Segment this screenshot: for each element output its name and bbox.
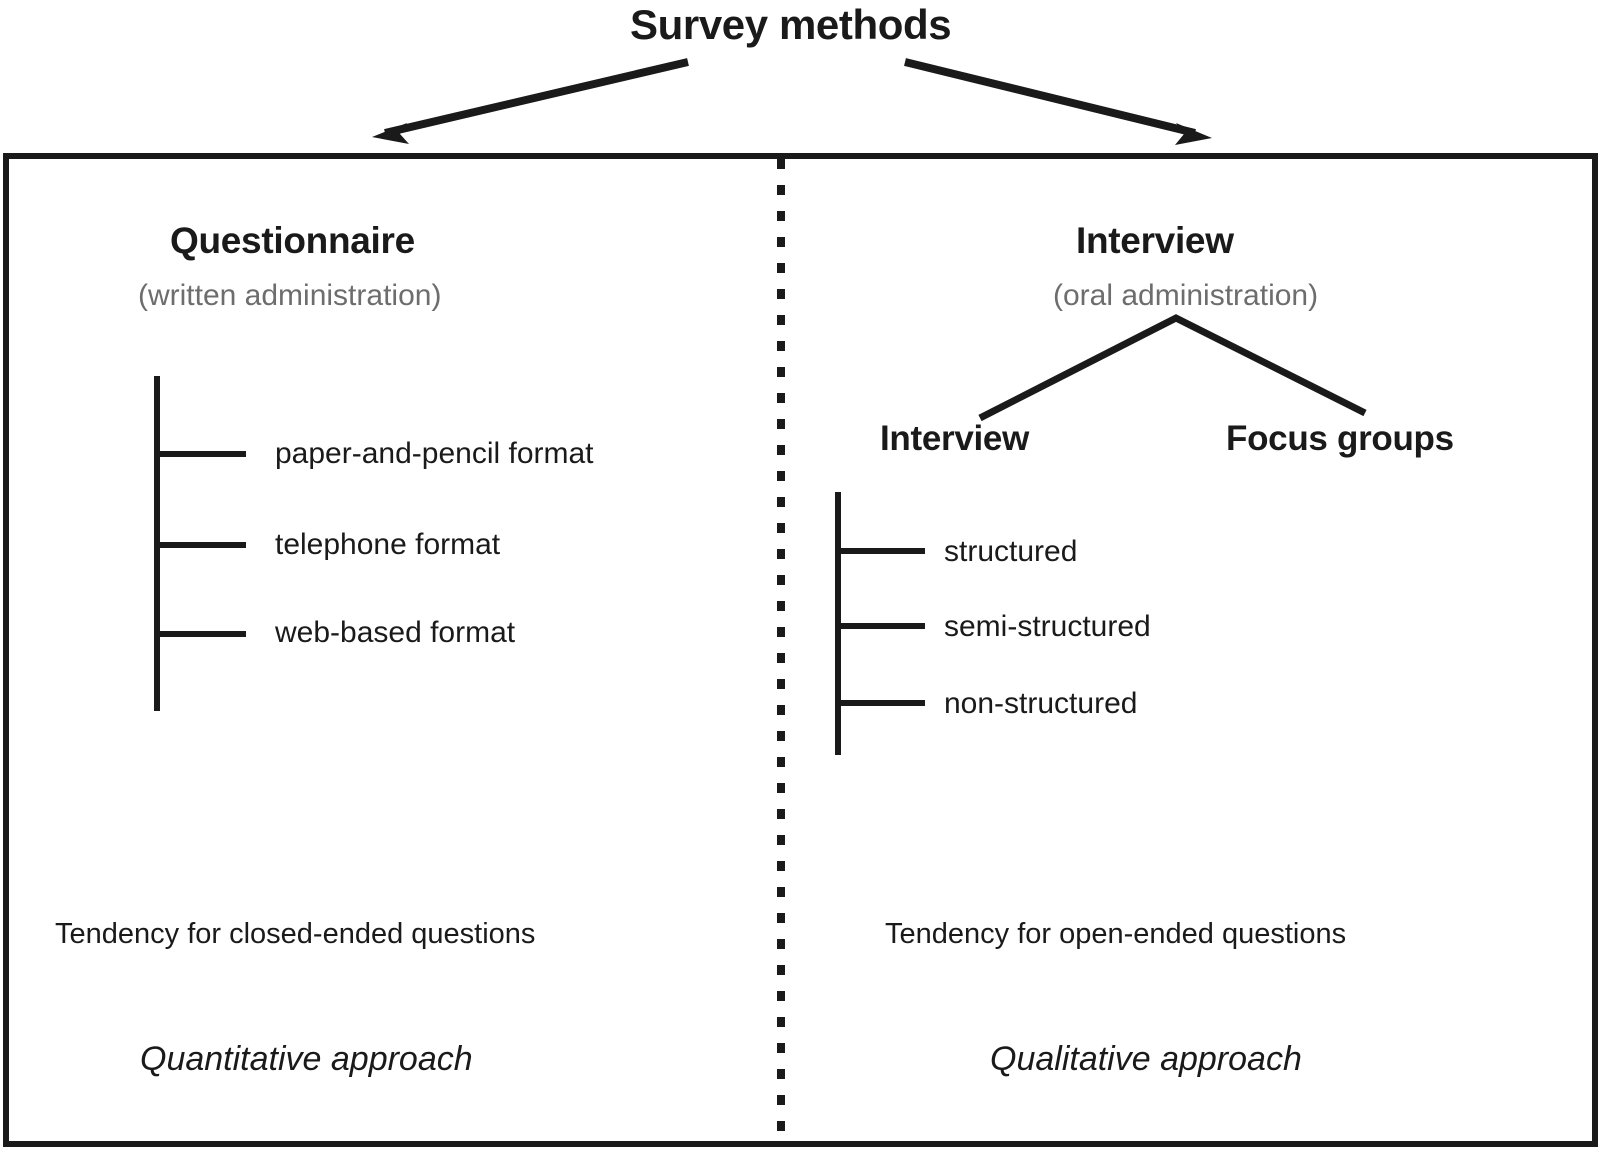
questionnaire-tendency: Tendency for closed-ended questions <box>55 918 536 950</box>
interview-child-interview: Interview <box>880 419 1030 458</box>
interview-item-structured: structured <box>944 535 1078 568</box>
quantitative-approach-label: Quantitative approach <box>140 1040 473 1078</box>
questionnaire-bracket <box>154 376 246 711</box>
interview-item-non-structured: non-structured <box>944 687 1138 720</box>
questionnaire-item-paper: paper-and-pencil format <box>275 437 594 470</box>
interview-split <box>978 314 1367 422</box>
qualitative-approach-label: Qualitative approach <box>990 1040 1302 1078</box>
interview-child-focus-groups: Focus groups <box>1226 419 1454 458</box>
questionnaire-item-web: web-based format <box>275 616 516 649</box>
questionnaire-item-telephone: telephone format <box>275 528 501 561</box>
interview-subheading: (oral administration) <box>1053 279 1319 312</box>
panel-border <box>3 153 1598 1147</box>
arrow-to-interview <box>904 58 1212 145</box>
arrow-to-questionnaire <box>372 58 689 144</box>
interview-tendency: Tendency for open-ended questions <box>885 918 1347 950</box>
questionnaire-heading: Questionnaire <box>170 220 415 261</box>
questionnaire-subheading: (written administration) <box>138 279 442 312</box>
interview-bracket <box>835 492 925 755</box>
interview-item-semi-structured: semi-structured <box>944 610 1151 643</box>
diagram-title: Survey methods <box>630 1 952 48</box>
interview-heading: Interview <box>1076 220 1234 261</box>
